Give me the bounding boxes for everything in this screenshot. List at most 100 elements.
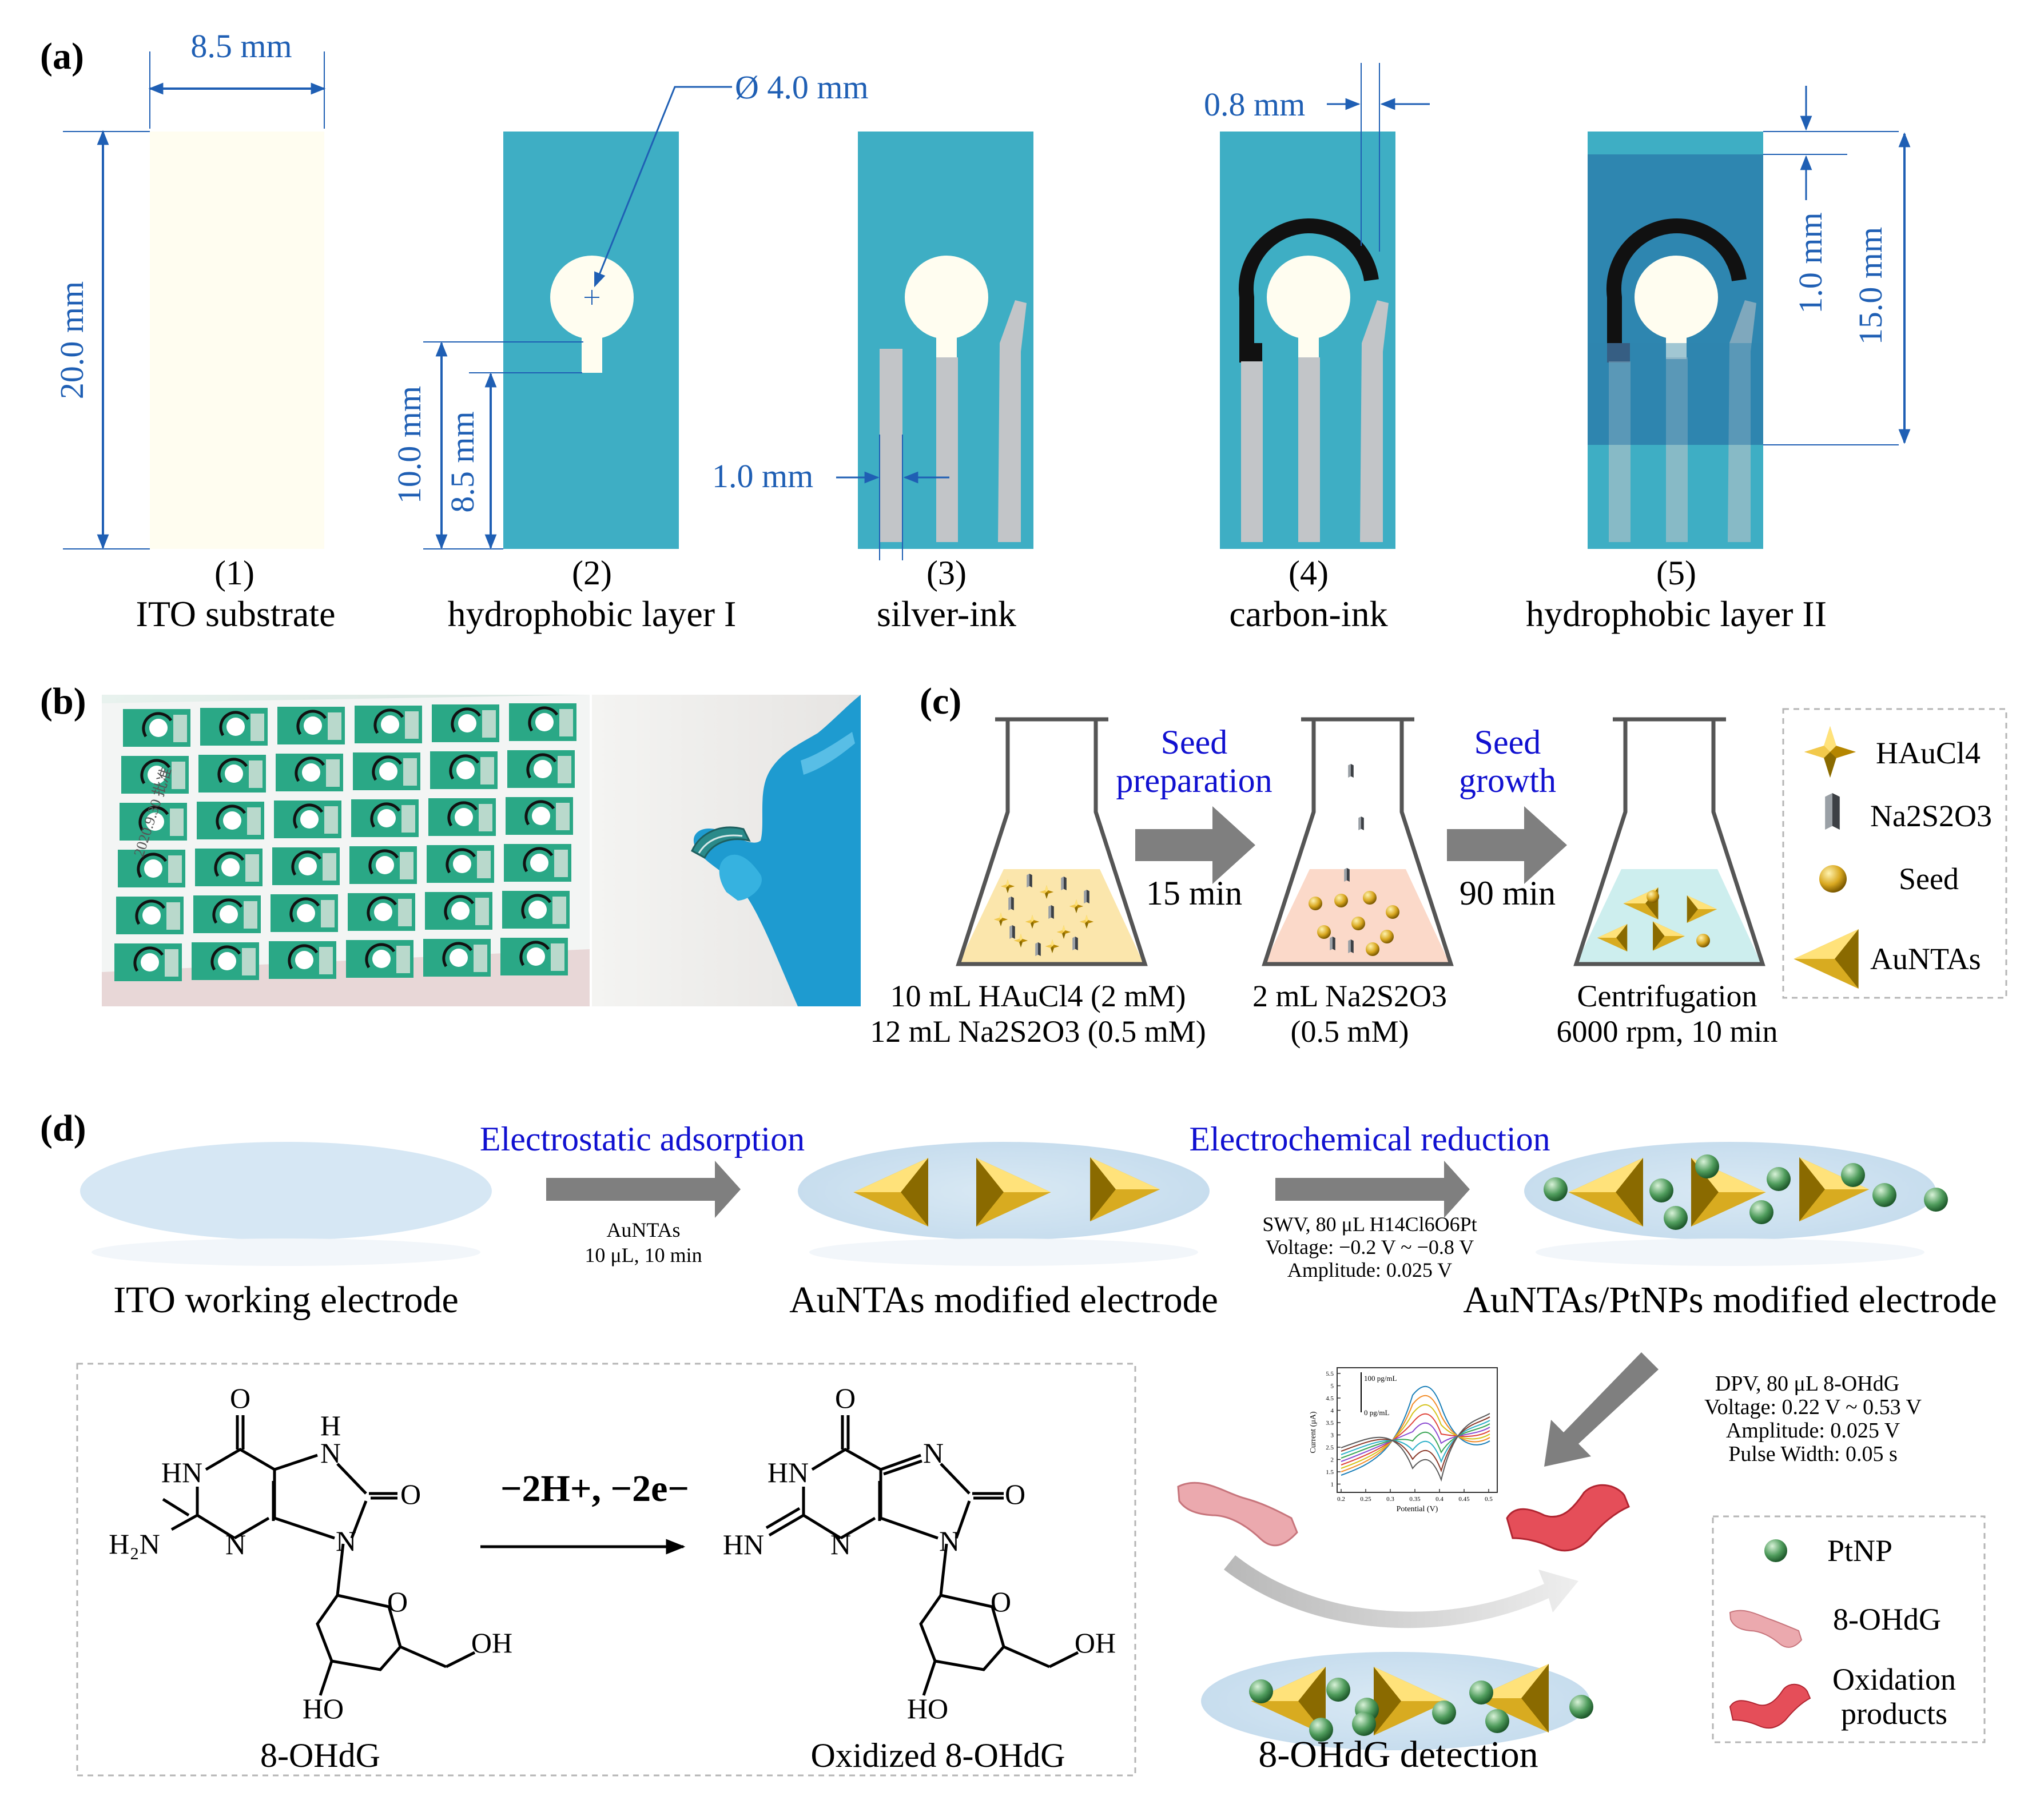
na2s2o3-particle xyxy=(1344,868,1350,882)
flask-3-particles xyxy=(1597,887,1717,951)
flask-3-outline xyxy=(1573,719,1765,966)
sheet-electrode-carbon xyxy=(367,896,397,922)
panel-d-legend: PtNP 8-OHdG Oxidation products xyxy=(1712,1515,1986,1743)
seed-particle xyxy=(1386,905,1399,919)
flask-1-line1-text: 10 mL HAuCl4 (2 mM) xyxy=(890,979,1186,1013)
flask-3: Centrifugation 6000 rpm, 10 min xyxy=(1557,717,1778,1049)
sheet-electrode-carbon xyxy=(524,800,555,826)
sheet-electrode-carbon xyxy=(135,899,166,925)
flask-2-line1-text: 2 mL Na2S2O3 xyxy=(1252,979,1447,1013)
seed-particle xyxy=(1696,934,1710,947)
sheet-electrode-window xyxy=(297,904,315,922)
electrode-window xyxy=(905,256,988,339)
sheet-electrode-window xyxy=(142,906,161,925)
mol2-name: Oxidized 8-OHdG xyxy=(811,1737,1065,1774)
ptnp-particle xyxy=(1872,1183,1896,1207)
sheet-electrode-traces xyxy=(403,758,417,786)
inset-ytick-label: 2 xyxy=(1331,1457,1334,1464)
legend-c-item-auntas: AuNTAs xyxy=(1870,942,1981,976)
sheet-electrode-carbon xyxy=(138,806,169,831)
sheet-electrode-carbon xyxy=(216,805,246,830)
inset-ytick-label: 5.5 xyxy=(1326,1371,1334,1377)
inset-curves xyxy=(1341,1385,1490,1482)
mol2-atom: N xyxy=(939,1525,960,1557)
flask-3-line1: Centrifugation xyxy=(1577,979,1757,1013)
inset-dpv-curve xyxy=(1341,1416,1490,1473)
ito-substrate-rect xyxy=(150,132,324,549)
inset-ytick-label: 4 xyxy=(1331,1408,1334,1415)
inset-ytick-label: 1.5 xyxy=(1326,1469,1334,1476)
na2s2o3-particle xyxy=(1348,764,1354,778)
inset-top-label: 100 pg/mL xyxy=(1364,1374,1397,1383)
silver-trace-middle xyxy=(1298,357,1320,542)
ptnp-particle xyxy=(1569,1695,1593,1719)
electrode-sheet-photo: 2020.9.30 批准 xyxy=(102,695,590,1006)
adsorption-arrow xyxy=(546,1161,741,1218)
sheet-electrode-traces xyxy=(477,851,491,878)
sheet-electrode-carbon xyxy=(289,897,320,923)
sheet-electrode-traces xyxy=(172,762,185,789)
step3-number: (3) xyxy=(926,554,967,592)
na2s2o3-particle xyxy=(1358,817,1364,830)
glove-hand xyxy=(693,695,861,1006)
mol2-atom: HN xyxy=(723,1528,764,1560)
sheet-electrode-window xyxy=(146,813,164,831)
sheet-electrode-carbon xyxy=(442,942,473,967)
sheet-electrode-window xyxy=(220,905,238,923)
inset-dpv-curve xyxy=(1341,1404,1490,1469)
seed-growth-title-2: growth xyxy=(1459,762,1556,799)
inset-ylabel: Current (μA) xyxy=(1309,1411,1318,1453)
sheet-electrode-traces xyxy=(324,806,338,834)
mol1-atom: HN xyxy=(161,1456,202,1488)
sheet-electrode-traces xyxy=(247,807,261,835)
sheet-electrode-traces xyxy=(245,854,259,882)
silver-trace-middle xyxy=(1666,357,1688,542)
mol1-atom: OH xyxy=(471,1627,512,1659)
sheet-electrode-carbon xyxy=(368,849,399,875)
sheet-electrode-traces xyxy=(319,947,333,974)
seed-growth-title-1: Seed xyxy=(1474,723,1541,761)
seed-particle xyxy=(1647,890,1659,903)
panel-b: (b) 2020.9.30 批准 xyxy=(40,680,861,1006)
flask-2-particles xyxy=(1309,764,1399,956)
sheet-electrode-window xyxy=(535,713,554,731)
glove-thumb xyxy=(719,854,762,901)
ptnp-particle xyxy=(1767,1167,1791,1191)
ito-electrode-reflection xyxy=(92,1238,480,1266)
seed-particle xyxy=(1309,897,1322,910)
auntas-electrode-reflection xyxy=(809,1238,1198,1266)
legend-d-box xyxy=(1712,1515,1986,1743)
na2s2o3-particle xyxy=(1072,937,1078,950)
sheet-electrode-carbon xyxy=(219,711,250,736)
step3-name: silver-ink xyxy=(877,594,1016,634)
sheet-electrode-traces xyxy=(479,804,492,831)
flexible-electrode-traces xyxy=(698,834,743,854)
sheet-electrode-window xyxy=(456,761,475,779)
sheet-electrode-window xyxy=(453,855,471,873)
silver-trace-middle xyxy=(936,357,958,542)
flask-2-outline xyxy=(1262,719,1454,966)
sheet-electrode-traces xyxy=(321,900,335,927)
mol2-atom: O xyxy=(835,1382,856,1414)
sheet-electrode-traces xyxy=(405,711,419,739)
panel-a: (a) 8.5 mm 20.0 mm (1) ITO substrate Ø 4… xyxy=(40,27,1911,634)
inset-dpv-curve xyxy=(1341,1420,1490,1463)
step1-number: (1) xyxy=(214,554,254,592)
sheet-electrode-window xyxy=(381,715,399,734)
sheet-electrode-window xyxy=(226,718,245,736)
carbon-pad xyxy=(1607,343,1630,363)
reduction-title: Electrochemical reduction xyxy=(1189,1120,1550,1158)
step1-name: ITO substrate xyxy=(136,594,336,634)
sheet-electrode-window xyxy=(372,950,391,968)
ptnp-particles xyxy=(1249,1678,1593,1742)
dpv-cond-2: Voltage: 0.22 V ~ 0.53 V xyxy=(1704,1395,1922,1419)
sheet-electrode-carbon xyxy=(142,712,173,738)
ptnp-particle xyxy=(1695,1154,1719,1178)
sheet-electrode-carbon xyxy=(370,802,401,828)
inset-xtick-label: 0.25 xyxy=(1360,1496,1371,1503)
sheet-electrode-window xyxy=(300,810,319,829)
sheet-electrode-window xyxy=(379,762,397,780)
seed-particle xyxy=(1334,894,1348,907)
sheet-electrode-traces xyxy=(173,715,187,742)
silver-trace-left xyxy=(1609,361,1631,542)
